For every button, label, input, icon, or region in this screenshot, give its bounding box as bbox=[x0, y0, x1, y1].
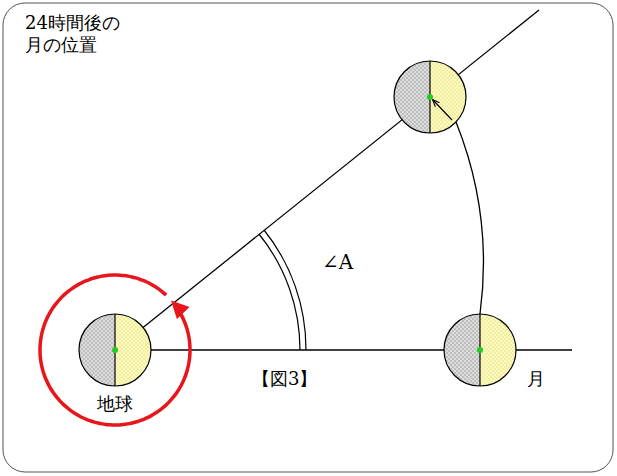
center-dot bbox=[112, 347, 118, 353]
moon-label: 月 bbox=[527, 368, 545, 390]
center-dot bbox=[477, 347, 483, 353]
earth-symbol bbox=[79, 314, 151, 386]
orbit-arc bbox=[456, 122, 483, 314]
motion-arrow bbox=[433, 100, 452, 120]
rotation-arrow bbox=[40, 275, 190, 425]
frame bbox=[3, 3, 613, 472]
angle-arc bbox=[264, 230, 306, 350]
earth-label: 地球 bbox=[97, 393, 133, 415]
center-dot bbox=[427, 94, 433, 100]
moon-symbol bbox=[444, 314, 516, 386]
figure-number: 【図3】 bbox=[252, 368, 317, 390]
angle-label: ∠A bbox=[322, 250, 353, 274]
moon-later-symbol bbox=[394, 61, 466, 133]
position-note: 24時間後の 月の位置 bbox=[25, 12, 133, 55]
moon-direction-line bbox=[115, 10, 539, 350]
